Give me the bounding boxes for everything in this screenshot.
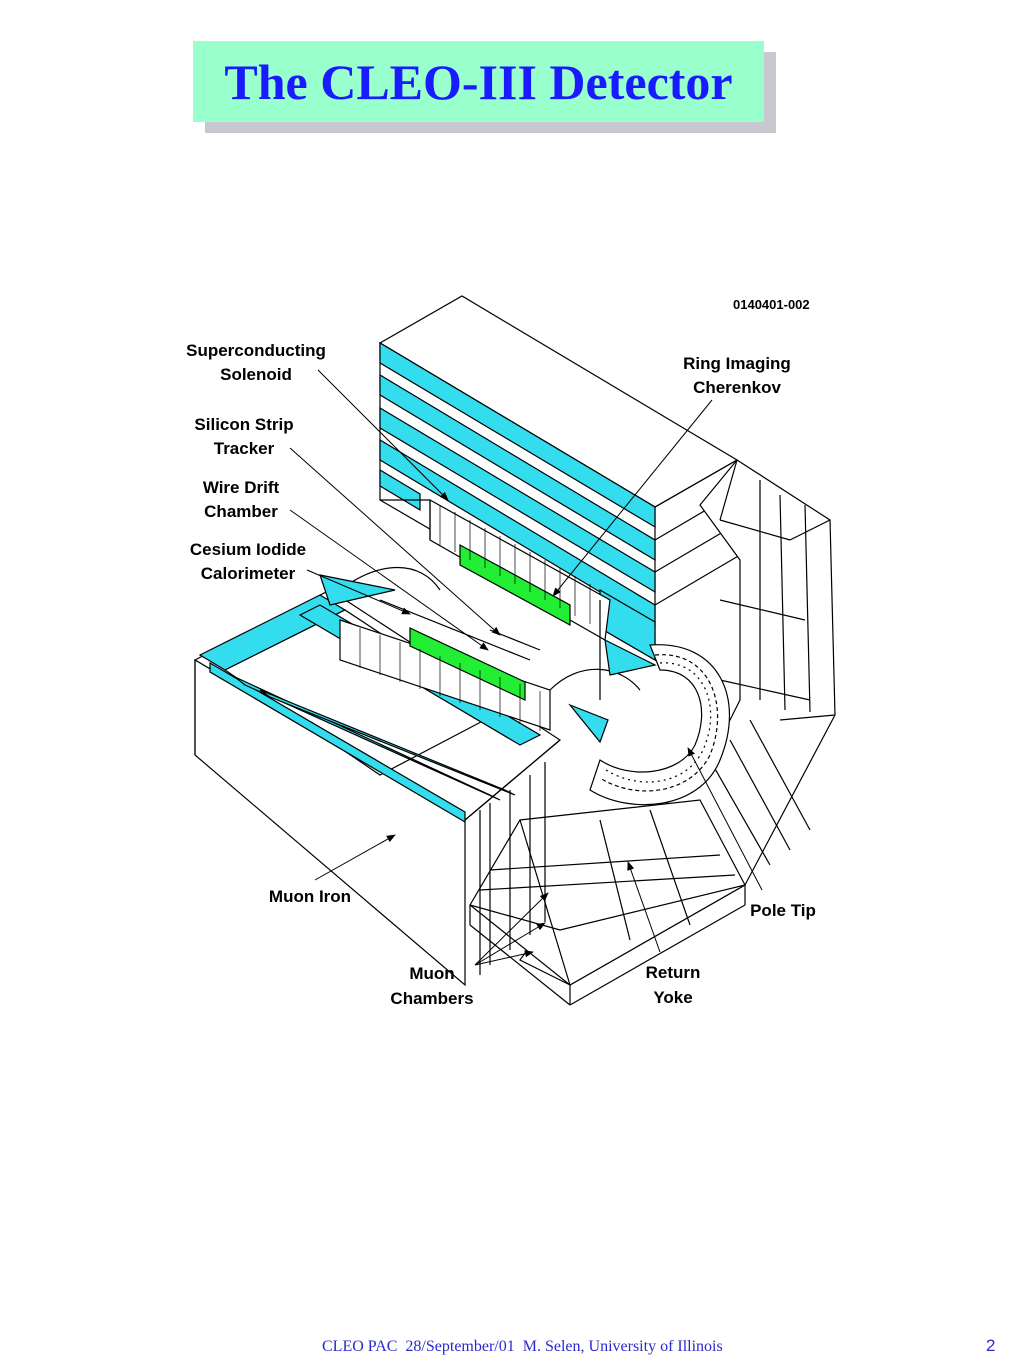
label-muon-chambers-2: Chambers [390,989,473,1008]
leader-muon-chambers-3 [474,950,534,966]
leader-lines [289,369,763,966]
label-return-yoke-2: Yoke [653,988,692,1007]
leader-muon-chambers-2 [474,922,546,966]
figure-id: 0140401-002 [733,297,810,312]
leader-silicon-strip-tracker [289,447,501,636]
label-ring-imaging-cherenkov-1: Ring Imaging [683,354,791,373]
title-box: The CLEO-III Detector [193,41,764,122]
leader-return-yoke [627,861,661,953]
endcap-wedge-left [319,574,396,606]
upper-iron-cyan-1 [379,341,656,529]
leader-muon-iron [314,834,396,881]
rich-green [459,543,571,627]
footer-text: CLEO PAC 28/September/01 M. Selen, Unive… [322,1338,723,1355]
page-number: 2 [986,1336,996,1355]
label-silicon-strip-tracker-2: Tracker [214,439,275,458]
detector-drawing [193,295,836,1006]
label-cesium-iodide-calorimeter-1: Cesium Iodide [190,540,306,559]
lower-iron-cyan-3 [209,661,466,824]
label-wire-drift-chamber-1: Wire Drift [203,478,280,497]
label-muon-iron: Muon Iron [269,887,351,906]
drift-chamber-green [409,627,526,701]
leader-muon-chambers-1 [474,892,549,966]
leader-wire-drift-chamber [289,509,489,651]
upper-iron-cyan-3 [379,406,656,594]
label-silicon-strip-tracker-1: Silicon Strip [194,415,293,434]
label-pole-tip: Pole Tip [750,901,816,920]
label-ring-imaging-cherenkov-2: Cherenkov [693,378,781,397]
label-cesium-iodide-calorimeter-2: Calorimeter [201,564,296,583]
label-superconducting-solenoid-1: Superconducting [186,341,326,360]
lower-iron-cyan-5 [259,689,516,796]
leader-ring-imaging-cherenkov [552,399,713,597]
return-yoke-lower [469,799,746,986]
pole-tip [589,644,731,806]
endcap-wedge-upper-right [604,638,657,676]
diagram-labels: Superconducting Solenoid Silicon Strip T… [186,341,816,1008]
label-return-yoke-1: Return [646,963,701,982]
label-muon-chambers-1: Muon [409,964,454,983]
upper-iron-cyan-2 [379,373,656,562]
label-superconducting-solenoid-2: Solenoid [220,365,292,384]
slide-title: The CLEO-III Detector [224,53,733,110]
leader-pole-tip [687,747,763,891]
endcap-wedge-right [568,703,609,744]
leader-superconducting-solenoid [317,369,449,501]
leader-cesium-iodide-calorimeter [306,569,411,615]
label-wire-drift-chamber-2: Chamber [204,502,278,521]
